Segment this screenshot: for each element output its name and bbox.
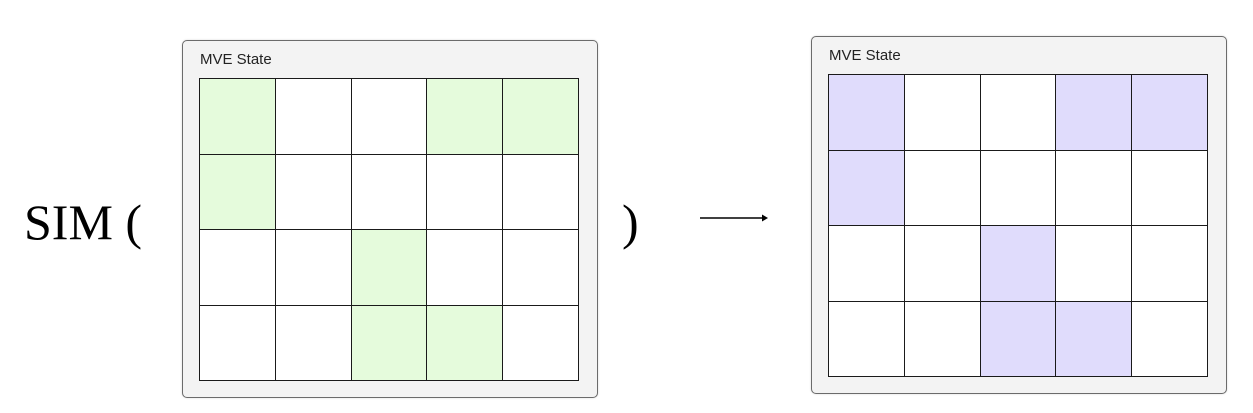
input-cell-r1-c3 xyxy=(351,79,428,155)
output-cell-r2-c5 xyxy=(1132,150,1208,226)
input-cell-r2-c5 xyxy=(503,154,579,230)
output-cell-r1-c4 xyxy=(1056,75,1133,151)
output-cell-r2-c2 xyxy=(904,150,981,226)
input-cell-r3-c5 xyxy=(503,230,579,306)
output-cell-r3-c4 xyxy=(1056,226,1133,302)
output-panel-title: MVE State xyxy=(829,47,901,64)
output-cell-r4-c5 xyxy=(1132,301,1208,377)
output-cell-r1-c5 xyxy=(1132,75,1208,151)
input-cell-r4-c4 xyxy=(427,305,504,381)
sim-function-label: SIM ( xyxy=(24,194,143,250)
output-cell-r4-c2 xyxy=(904,301,981,377)
input-cell-r2-c2 xyxy=(275,154,352,230)
input-cell-r3-c1 xyxy=(200,230,276,306)
output-cell-r4-c3 xyxy=(980,301,1057,377)
input-cell-r2-c3 xyxy=(351,154,428,230)
output-cell-r1-c3 xyxy=(980,75,1057,151)
input-cell-r1-c5 xyxy=(503,79,579,155)
output-cell-r3-c3 xyxy=(980,226,1057,302)
input-panel-title: MVE State xyxy=(200,51,272,68)
output-mve-state-panel: MVE State xyxy=(811,36,1227,394)
input-cell-r4-c2 xyxy=(275,305,352,381)
output-state-grid xyxy=(828,74,1208,377)
input-cell-r1-c4 xyxy=(427,79,504,155)
output-cell-r4-c1 xyxy=(829,301,905,377)
input-cell-r4-c3 xyxy=(351,305,428,381)
input-cell-r4-c1 xyxy=(200,305,276,381)
output-cell-r1-c1 xyxy=(829,75,905,151)
input-cell-r2-c1 xyxy=(200,154,276,230)
output-cell-r4-c4 xyxy=(1056,301,1133,377)
input-cell-r3-c4 xyxy=(427,230,504,306)
close-parenthesis: ) xyxy=(622,194,639,250)
input-mve-state-panel: MVE State xyxy=(182,40,598,398)
output-cell-r3-c5 xyxy=(1132,226,1208,302)
output-cell-r2-c4 xyxy=(1056,150,1133,226)
output-cell-r2-c3 xyxy=(980,150,1057,226)
input-cell-r2-c4 xyxy=(427,154,504,230)
output-cell-r3-c1 xyxy=(829,226,905,302)
output-cell-r1-c2 xyxy=(904,75,981,151)
input-cell-r3-c2 xyxy=(275,230,352,306)
input-cell-r1-c2 xyxy=(275,79,352,155)
output-cell-r3-c2 xyxy=(904,226,981,302)
output-cell-r2-c1 xyxy=(829,150,905,226)
input-cell-r4-c5 xyxy=(503,305,579,381)
right-arrow-icon xyxy=(700,214,768,222)
input-cell-r1-c1 xyxy=(200,79,276,155)
input-state-grid xyxy=(199,78,579,381)
input-cell-r3-c3 xyxy=(351,230,428,306)
